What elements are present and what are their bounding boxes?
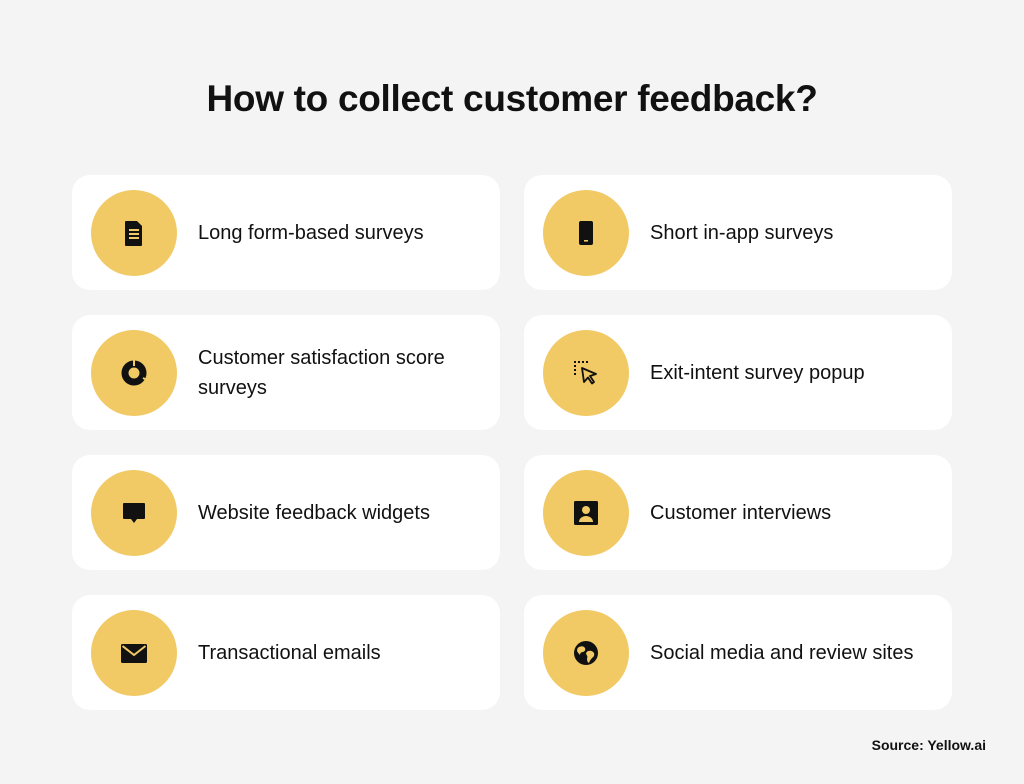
- method-label: Customer satisfaction score surveys: [198, 346, 445, 399]
- cursor-select-icon: [574, 360, 597, 384]
- method-label: Customer interviews: [650, 501, 832, 524]
- method-card-website-widgets: Website feedback widgets: [72, 455, 500, 570]
- envelope-icon: [121, 643, 147, 663]
- method-label: Social media and review sites: [650, 641, 914, 664]
- donut-chart-icon: [121, 359, 148, 385]
- method-label: Long form-based surveys: [198, 221, 424, 244]
- method-label: Short in-app surveys: [650, 221, 834, 244]
- method-card-transactional-emails: Transactional emails: [72, 595, 500, 710]
- method-label: Transactional emails: [198, 641, 381, 664]
- icon-circle: [91, 469, 177, 556]
- icon-circle: [91, 609, 177, 696]
- icon-circle: [543, 609, 629, 696]
- page-title: How to collect customer feedback?: [206, 78, 818, 119]
- method-card-customer-interviews: Customer interviews: [524, 455, 952, 570]
- method-label: Exit-intent survey popup: [650, 361, 865, 384]
- icon-circle: [543, 329, 629, 416]
- method-card-social-media-review-sites: Social media and review sites: [524, 595, 952, 710]
- method-grid: Long form-based surveys Short in-app sur…: [72, 175, 952, 710]
- method-card-csat-surveys: Customer satisfaction score surveys: [72, 315, 500, 430]
- method-card-exit-intent-popup: Exit-intent survey popup: [524, 315, 952, 430]
- method-card-long-form-surveys: Long form-based surveys: [72, 175, 500, 290]
- icon-circle: [543, 189, 629, 276]
- document-icon: [125, 220, 142, 246]
- contact-card-icon: [574, 500, 598, 525]
- globe-icon: [574, 640, 598, 665]
- icon-circle: [91, 189, 177, 276]
- chat-bubble-icon: [123, 502, 145, 523]
- source-credit: Source: Yellow.ai: [871, 737, 986, 753]
- icon-circle: [91, 329, 177, 416]
- smartphone-icon: [579, 220, 593, 245]
- method-card-short-in-app-surveys: Short in-app surveys: [524, 175, 952, 290]
- icon-circle: [543, 469, 629, 556]
- method-label: Website feedback widgets: [198, 501, 430, 524]
